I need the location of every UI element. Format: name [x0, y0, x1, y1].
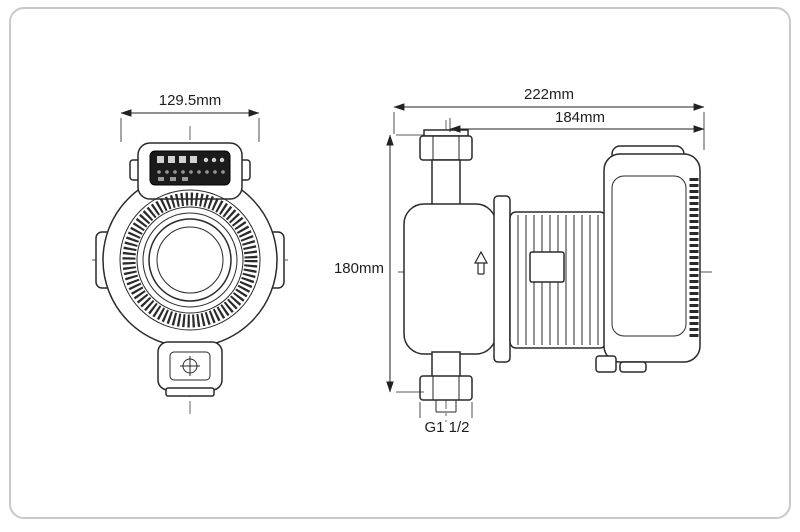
top-union-nut — [419, 135, 473, 161]
knurled-ring — [122, 192, 258, 328]
overall-length-label: 222mm — [524, 86, 574, 103]
ring-outer — [119, 189, 261, 331]
dim-height: 180mm — [334, 134, 424, 393]
suction-pipe — [431, 159, 461, 207]
top-pipe-flange — [423, 129, 469, 137]
discharge-pipe — [431, 351, 461, 379]
pump-flange — [493, 195, 511, 363]
display-buttons — [157, 156, 225, 163]
motor-foot — [619, 361, 647, 373]
front-view — [92, 126, 290, 414]
bore-inner — [156, 226, 224, 294]
body-length-label: 184mm — [555, 109, 605, 126]
dim-front-width: 129.5mm — [120, 92, 260, 142]
side-view — [398, 120, 712, 422]
display-indicators — [157, 170, 225, 181]
dim-overall-length: 222mm — [393, 86, 705, 150]
foot-base — [165, 387, 215, 397]
volute-body — [403, 203, 497, 355]
flow-arrow-icon — [473, 250, 489, 275]
dim-body-length: 184mm — [449, 109, 705, 133]
bore-outer — [148, 218, 232, 302]
front-width-label: 129.5mm — [159, 92, 222, 109]
dim-connection: G1 1/2 — [419, 402, 473, 436]
connection-thread-label: G1 1/2 — [424, 419, 469, 436]
rear-housing — [603, 153, 701, 363]
height-label: 180mm — [334, 260, 384, 277]
housing-inner-line — [611, 175, 687, 337]
foot-plate — [169, 351, 211, 381]
drain-plug — [595, 355, 617, 373]
ring-inner — [142, 212, 238, 308]
bottom-union-nut — [419, 375, 473, 401]
nameplate — [529, 251, 565, 283]
ring-mid — [136, 206, 244, 314]
